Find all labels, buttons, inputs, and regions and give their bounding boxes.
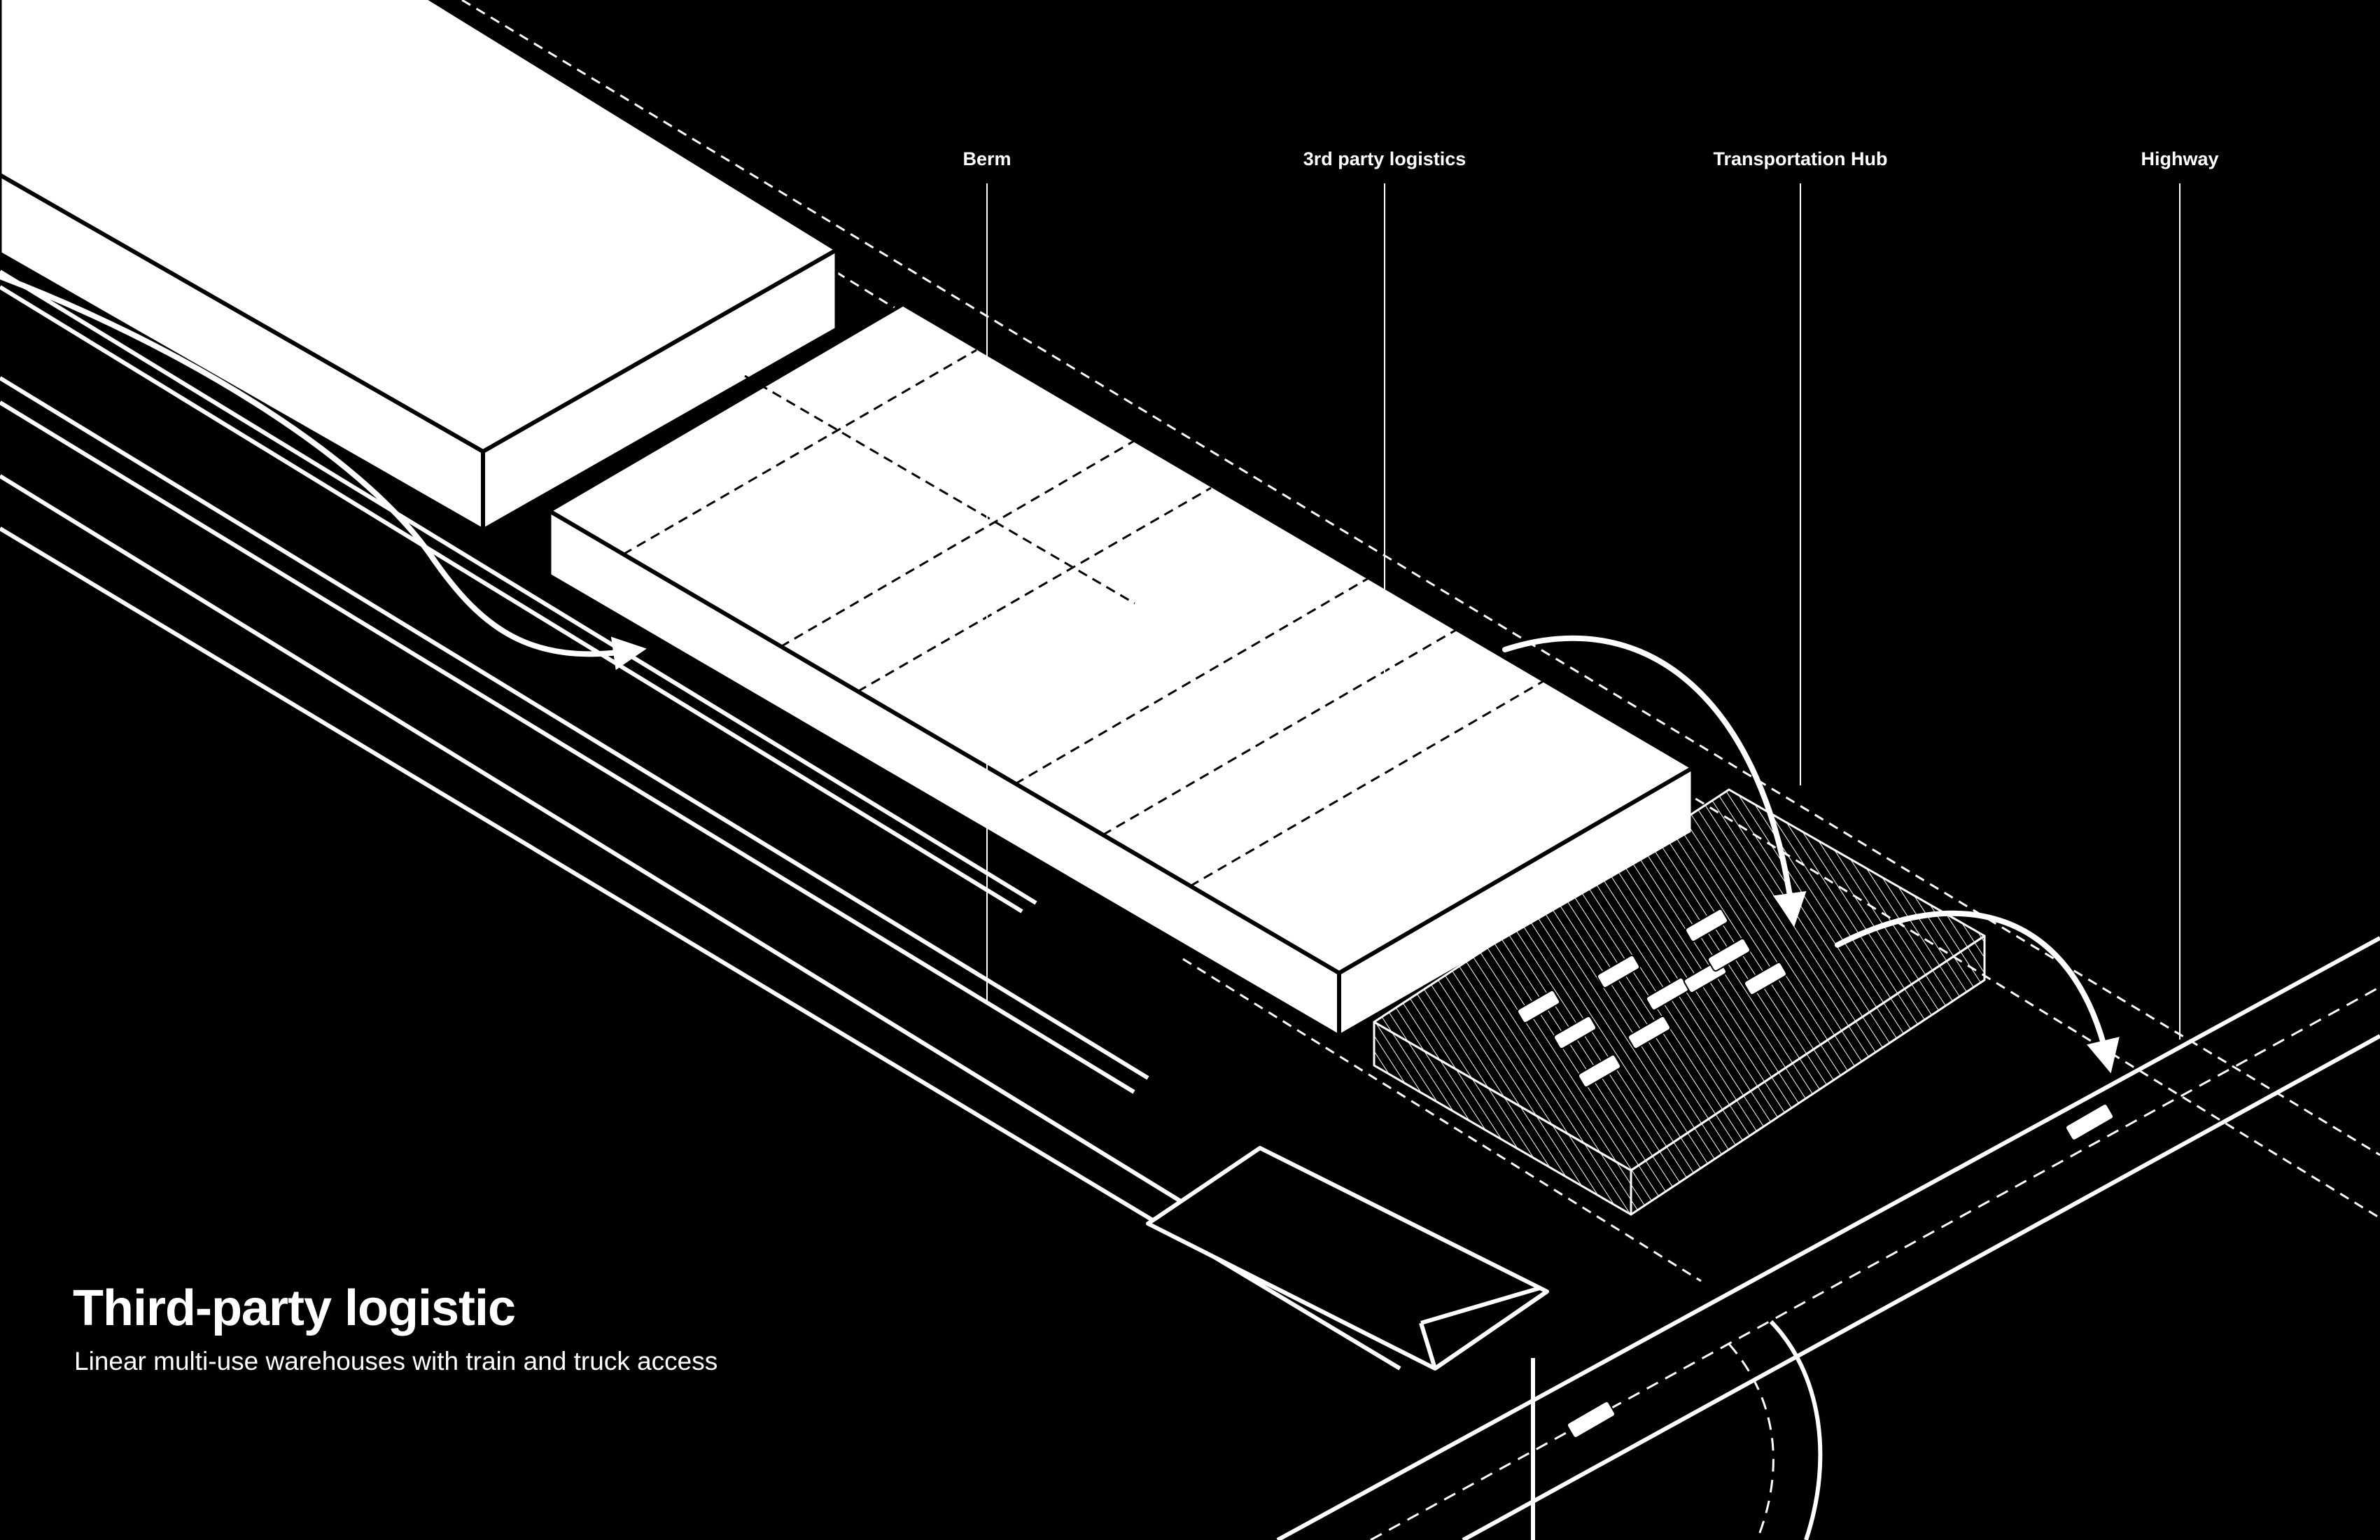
label-3rd-party-logistics: 3rd party logistics [1303,148,1466,169]
label-transportation-hub: Transportation Hub [1713,148,1888,169]
truck-icon [1596,954,1641,989]
label-highway: Highway [2141,148,2219,169]
diagram-subtitle: Linear multi-use warehouses with train a… [74,1347,718,1376]
truck-icon [1577,1054,1622,1088]
truck-icon [1707,937,1751,972]
warehouse-block-1 [0,0,839,532]
label-berm: Berm [962,148,1011,169]
hub-trucks [1516,908,1788,1088]
warehouse-grid-dashed [622,349,1544,888]
hub-to-highway-arrow-icon [1835,910,2120,1074]
truck-icon [2065,1103,2114,1141]
truck-icon [1553,1015,1597,1050]
diagram-title: Third-party logistic [73,1280,516,1336]
highway [1276,936,2380,1540]
truck-icon [1516,989,1561,1024]
truck-icon [1567,1401,1616,1438]
highway-trucks [1567,1103,2114,1438]
truck-icon [1684,908,1729,943]
truck-icon [1627,1015,1672,1050]
flow-arrows [0,274,2120,1074]
berm [1146,1146,1549,1371]
warehouse-to-hub-arrow-icon [1502,635,1807,927]
truck-icon [1743,961,1788,996]
train-arrow-icon [0,274,647,671]
callout-leaders [986,183,2180,1040]
warehouse-block-2 [547,302,1695,1038]
